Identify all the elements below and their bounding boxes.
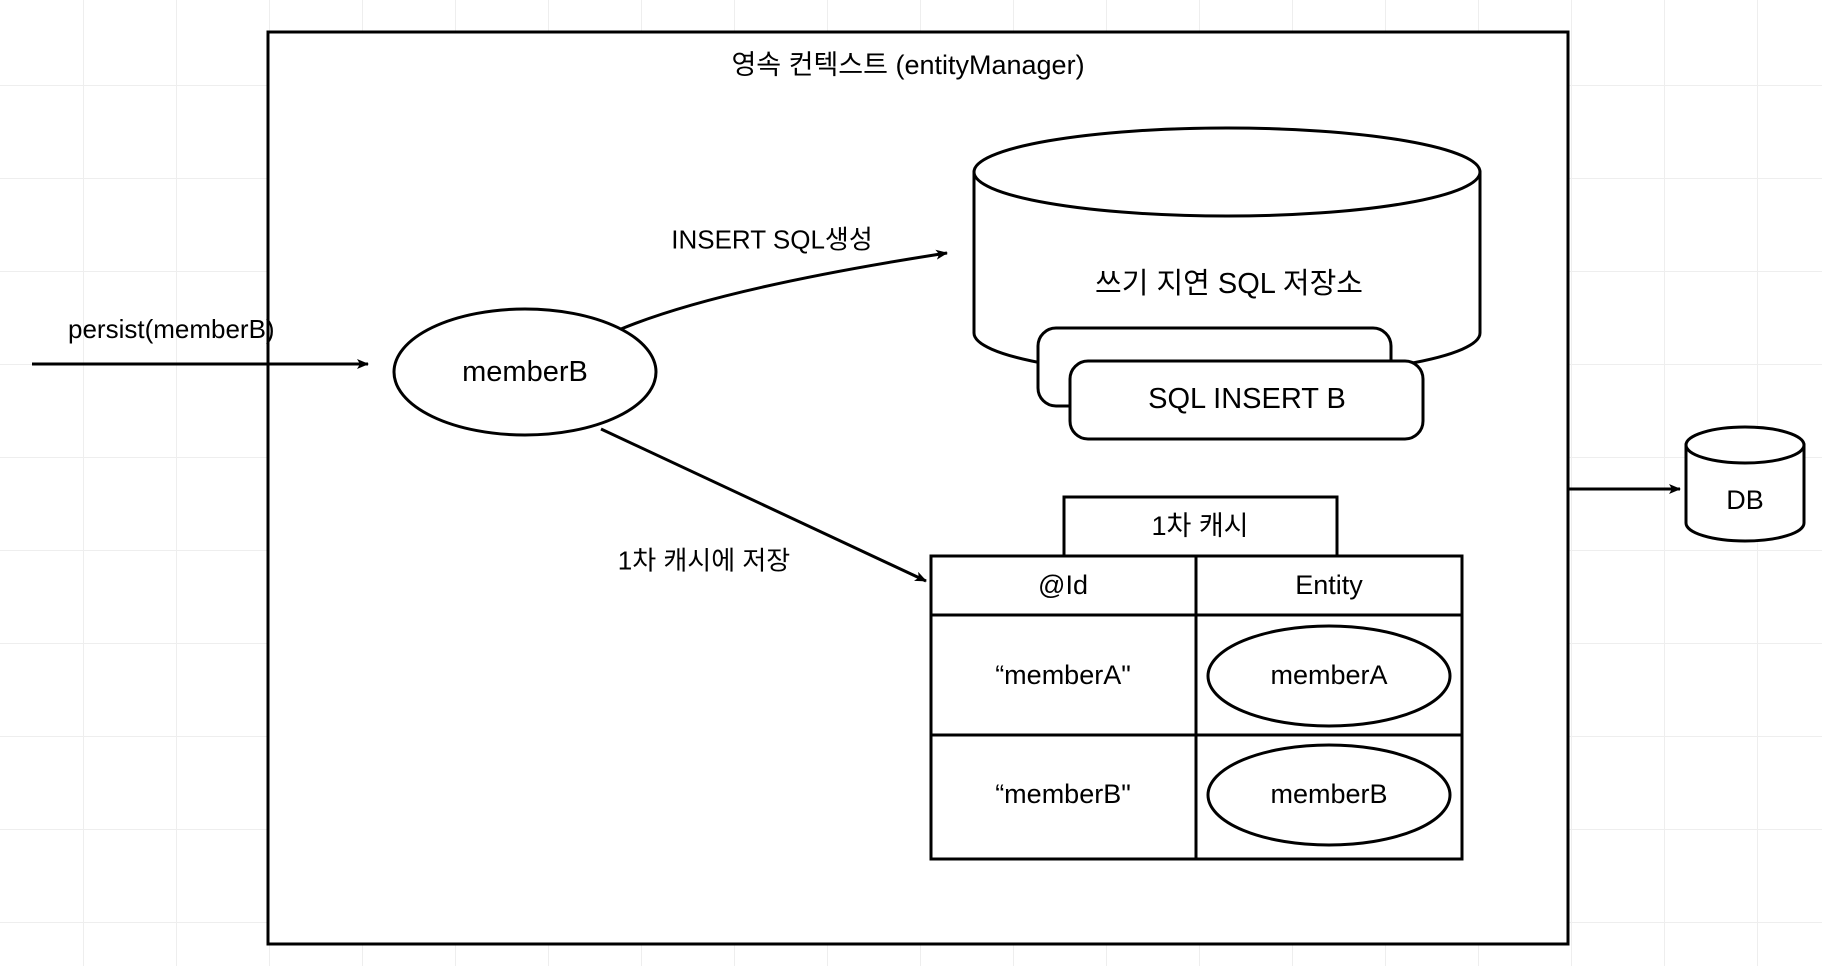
persist-edge-label: persist(memberB) bbox=[68, 314, 275, 344]
sql-insert-b-card bbox=[1068, 359, 1425, 441]
persistence-context-title: 영속 컨텍스트 (entityManager) bbox=[731, 50, 1085, 81]
first-cache-edge-label: 1차 캐시에 저장 bbox=[617, 545, 791, 576]
sql-insert-b-label: SQL INSERT B bbox=[1148, 383, 1346, 416]
database-cylinder bbox=[1684, 425, 1806, 543]
memberb-entity-ellipse bbox=[392, 307, 658, 437]
first-cache-row-0-entity: memberA bbox=[1270, 660, 1388, 691]
cache-entity-ellipse-a bbox=[1206, 624, 1452, 728]
first-cache-col-id: @Id bbox=[1038, 570, 1088, 601]
cache-entity-ellipse-b bbox=[1206, 743, 1452, 847]
insert-sql-arrow bbox=[620, 249, 948, 331]
first-cache-title-label: 1차 캐시 bbox=[1151, 511, 1249, 542]
memberb-entity-label: memberB bbox=[462, 356, 588, 389]
insert-sql-edge-label: INSERT SQL생성 bbox=[671, 224, 873, 255]
first-cache-row-1-entity: memberB bbox=[1270, 779, 1388, 810]
first-cache-col-entity: Entity bbox=[1295, 570, 1363, 601]
first-cache-row-0-id: “memberA" bbox=[995, 660, 1131, 691]
first-cache-arrow bbox=[600, 427, 927, 583]
sql-store-label: 쓰기 지연 SQL 저장소 bbox=[1095, 268, 1363, 301]
first-cache-row-1-id: “memberB" bbox=[995, 779, 1131, 810]
database-label: DB bbox=[1726, 485, 1764, 516]
